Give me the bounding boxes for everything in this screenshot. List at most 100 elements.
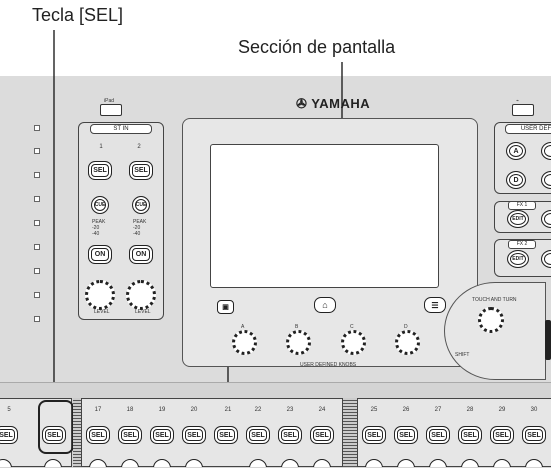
st-in-1-level-knob[interactable] (85, 280, 115, 310)
channel-number: 24 (318, 407, 326, 413)
channel-number: 18 (126, 407, 134, 413)
indicator-dot (34, 220, 40, 226)
menu-button[interactable]: ☰ (424, 297, 446, 313)
cue-button[interactable] (397, 459, 415, 467)
st-in-title: ST IN (90, 124, 152, 134)
user-knob-a-label: A (241, 324, 245, 330)
home-button[interactable]: ⌂ (314, 297, 336, 313)
cue-button[interactable] (525, 459, 543, 467)
touch-screen[interactable] (210, 144, 439, 288)
channel-sel-button[interactable]: SEL (362, 426, 386, 444)
user-knob-a[interactable] (232, 330, 257, 355)
cue-button[interactable] (281, 459, 299, 467)
indicator-dot (34, 268, 40, 274)
st-in-1-sel-button[interactable]: SEL (88, 161, 112, 180)
cue-button[interactable] (153, 459, 171, 467)
channel-sel-button[interactable]: SEL (490, 426, 514, 444)
divider-grille (343, 398, 357, 467)
channel-number: 19 (158, 407, 166, 413)
meter-20-label: -20 (133, 225, 141, 231)
cue-button[interactable] (493, 459, 511, 467)
channel-number: 27 (434, 407, 442, 413)
cue-button[interactable] (44, 459, 62, 467)
fx1-title: FX 1 (508, 201, 536, 210)
menu-list-icon: ☰ (431, 300, 439, 310)
user-key-d[interactable]: D (506, 171, 526, 189)
cue-button[interactable] (0, 459, 12, 467)
fx2-edit-button[interactable]: EDIT (507, 250, 529, 268)
callout-sel-key: Tecla [SEL] (32, 5, 124, 25)
touch-turn-knob[interactable] (478, 307, 504, 333)
channel-number: 17 (94, 407, 102, 413)
usb-icon: ⌁ (516, 98, 520, 104)
cue-button[interactable] (89, 459, 107, 467)
bookmark-button[interactable]: ▣ (217, 300, 234, 314)
channel-number: 20 (190, 407, 198, 413)
user-knob-b-label: B (295, 324, 299, 330)
user-key-a[interactable]: A (506, 142, 526, 160)
meter-20-label: -20 (92, 225, 100, 231)
home-icon: ⌂ (322, 300, 328, 310)
st-in-2-sel-button[interactable]: SEL (129, 161, 153, 180)
st-in-2-on-button[interactable]: ON (129, 245, 153, 264)
channel-sel-button[interactable]: SEL (150, 426, 174, 444)
cue-button[interactable] (121, 459, 139, 467)
fx1-edit-button[interactable]: EDIT (507, 210, 529, 228)
channel-number: 22 (254, 407, 262, 413)
st-in-channel-1: 1 (99, 144, 103, 150)
st-in-channel-2: 2 (137, 144, 141, 150)
fx2-title: FX 2 (508, 240, 536, 249)
user-knob-b[interactable] (286, 330, 311, 355)
indicator-dot (34, 125, 40, 131)
st-in-1-meter: PEAK -20 -40 (92, 219, 105, 237)
st-in-1-on-button[interactable]: ON (88, 245, 112, 264)
channel-number: 26 (402, 407, 410, 413)
channel-sel-button[interactable]: SEL (394, 426, 418, 444)
channel-sel-button[interactable]: SEL (118, 426, 142, 444)
user-knob-d[interactable] (395, 330, 420, 355)
channel-sel-button[interactable]: SEL (310, 426, 334, 444)
cue-button[interactable] (249, 459, 267, 467)
indicator-dot (34, 148, 40, 154)
st-in-2-level-label: LEVEL (135, 309, 151, 315)
st-in-2-level-knob[interactable] (126, 280, 156, 310)
channel-sel-button[interactable]: SEL (278, 426, 302, 444)
bookmark-icon: ▣ (222, 304, 229, 311)
cue-button-row (0, 455, 551, 467)
usb-port[interactable] (512, 104, 534, 116)
meter-40-label: -40 (133, 231, 141, 237)
cue-button[interactable] (429, 459, 447, 467)
channel-number: 5 (7, 407, 11, 413)
channel-sel-button-highlighted[interactable]: SEL (42, 426, 66, 444)
user-defined-title: USER DEF (505, 124, 551, 134)
user-knob-d-label: D (404, 324, 408, 330)
meter-peak-label: PEAK (92, 219, 106, 225)
yamaha-logo: ✇ YAMAHA (296, 96, 370, 112)
sel-key-highlight (38, 400, 74, 454)
channel-sel-button[interactable]: SEL (246, 426, 270, 444)
channel-sel-button[interactable]: SEL (214, 426, 238, 444)
channel-sel-button[interactable]: SEL (426, 426, 450, 444)
cue-button[interactable] (313, 459, 331, 467)
side-slot (545, 320, 551, 360)
cue-button[interactable] (461, 459, 479, 467)
st-in-2-meter: PEAK -20 -40 (133, 219, 146, 237)
channel-sel-button[interactable]: SEL (182, 426, 206, 444)
channel-number: 23 (286, 407, 294, 413)
cue-button[interactable] (185, 459, 203, 467)
cue-button[interactable] (365, 459, 383, 467)
ipad-usb-port[interactable] (100, 104, 122, 116)
channel-sel-button[interactable]: SEL (0, 426, 18, 444)
indicator-dot (34, 292, 40, 298)
user-knob-c[interactable] (341, 330, 366, 355)
channel-sel-button[interactable]: SEL (458, 426, 482, 444)
channel-number: 29 (498, 407, 506, 413)
indicator-dot (34, 316, 40, 322)
channel-sel-button[interactable]: SEL (86, 426, 110, 444)
channel-sel-button[interactable]: SEL (522, 426, 546, 444)
touch-turn-label: TOUCH AND TURN (472, 297, 517, 303)
channel-number: 28 (466, 407, 474, 413)
user-knob-c-label: C (350, 324, 354, 330)
st-in-1-cue-button[interactable]: CUE (91, 196, 109, 214)
st-in-2-cue-button[interactable]: CUE (132, 196, 150, 214)
